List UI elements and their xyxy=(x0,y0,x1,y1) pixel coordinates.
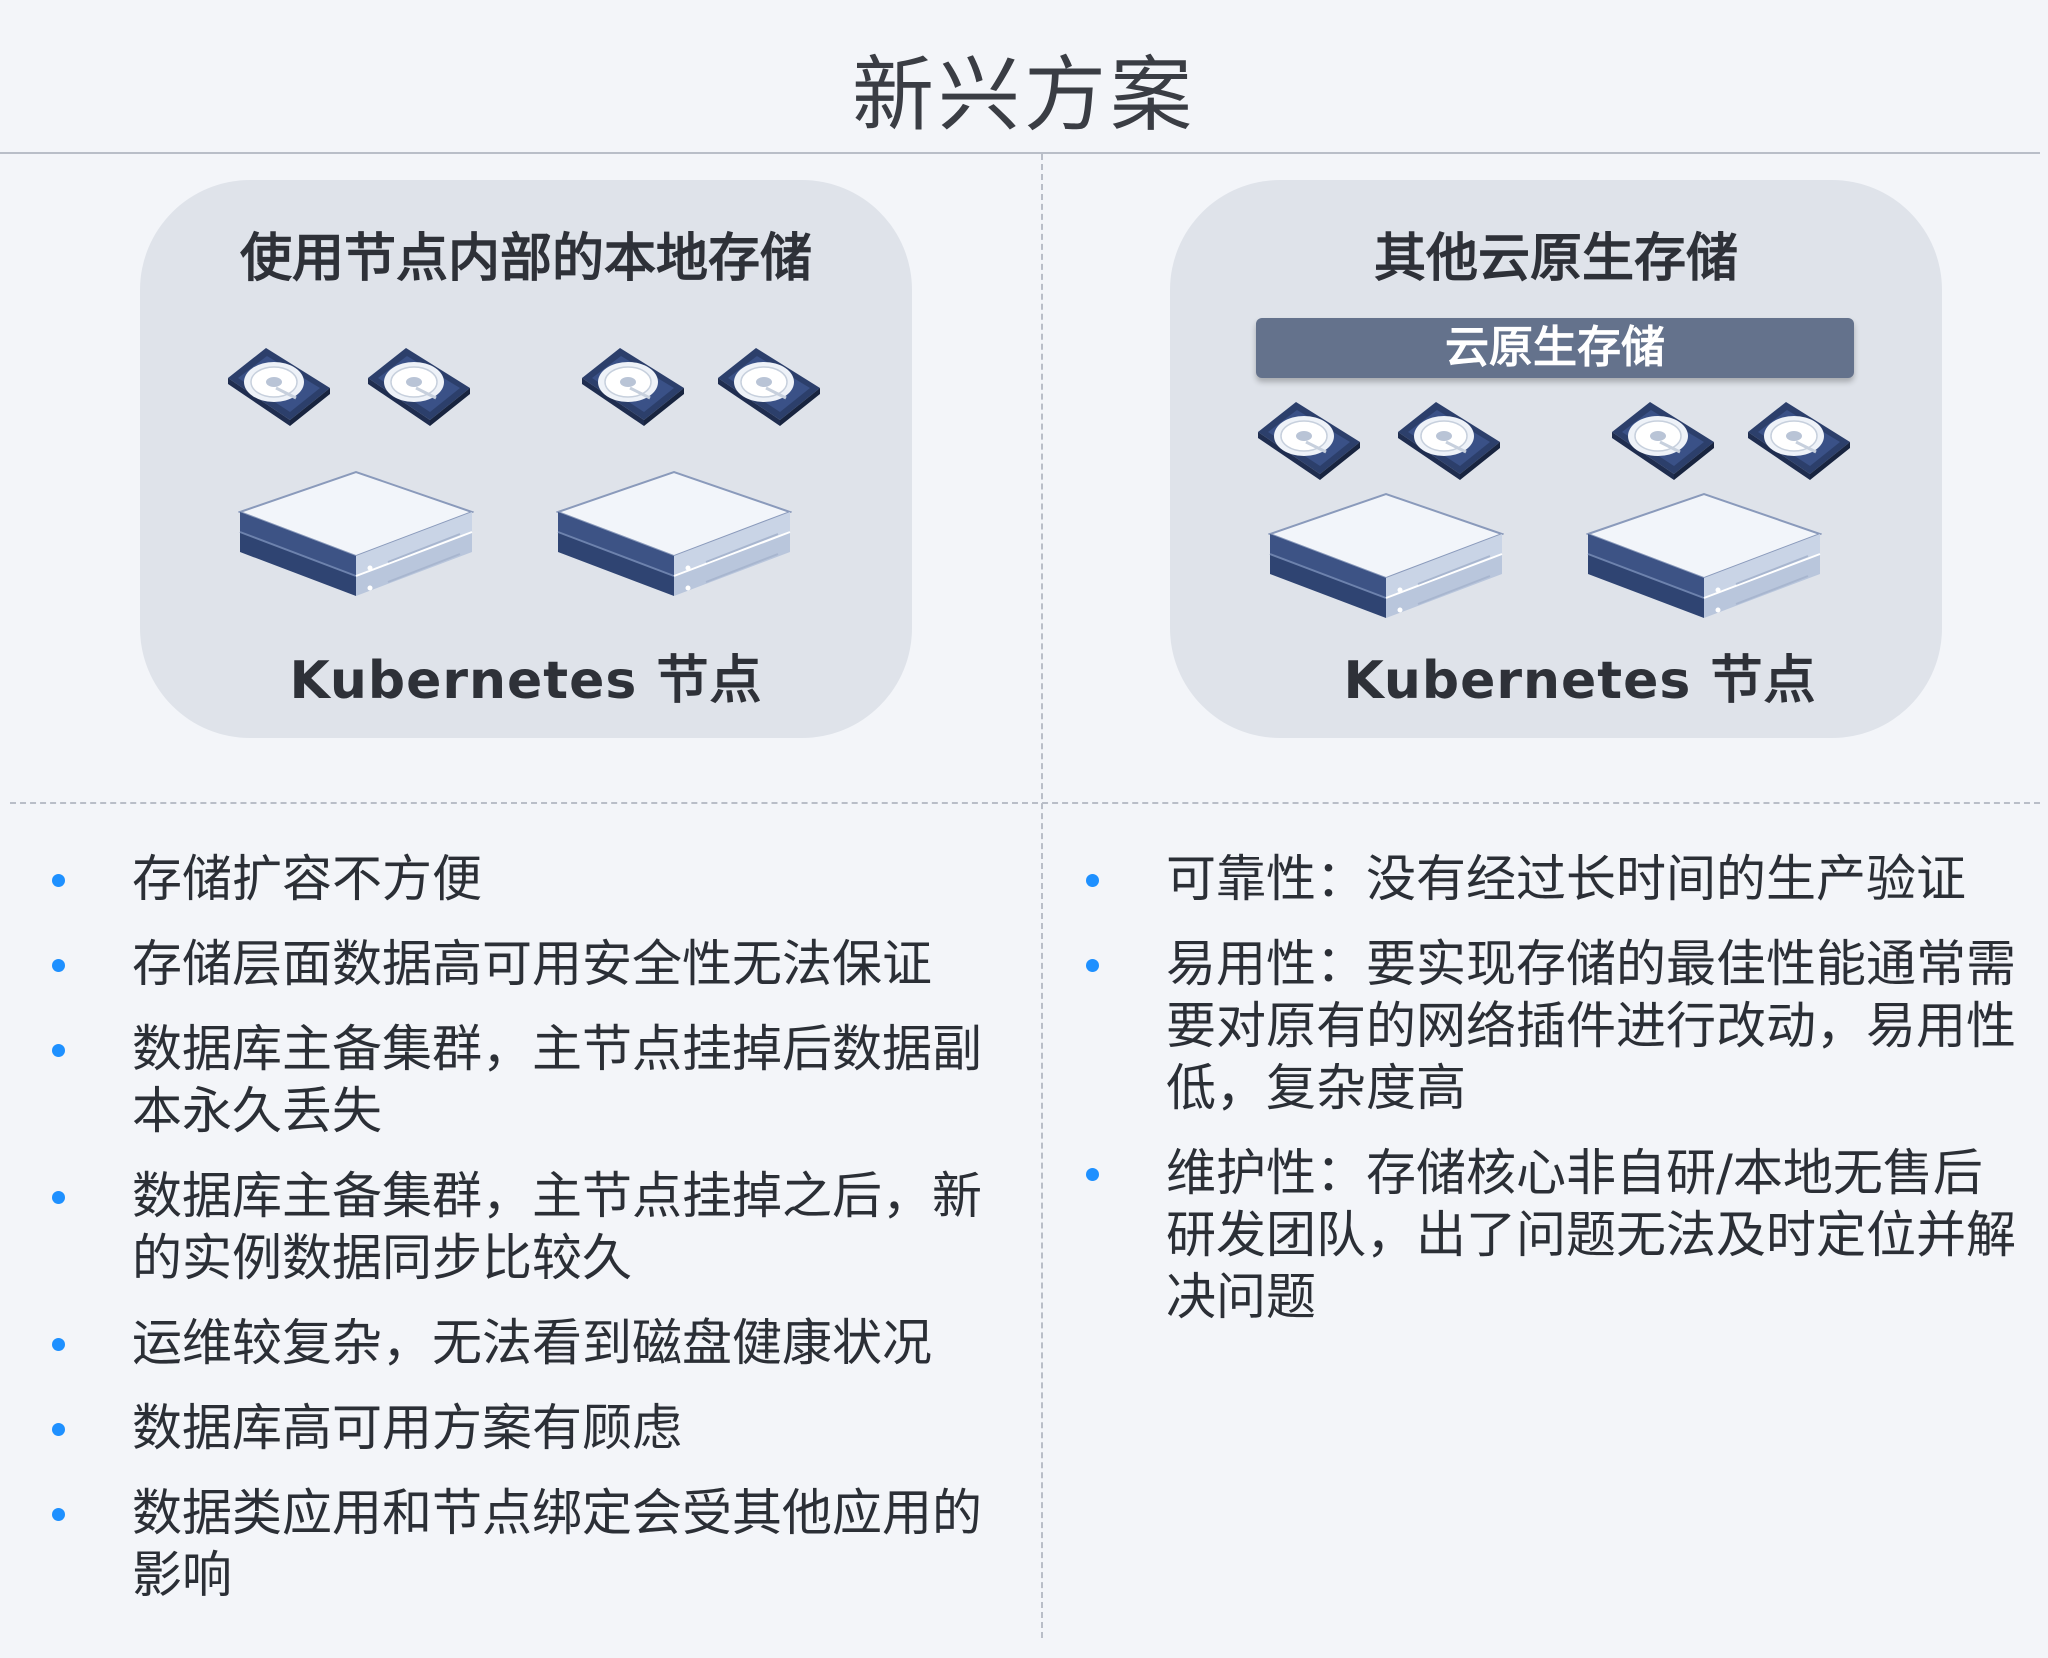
local-storage-issues-list: 存储扩容不方便 存储层面数据高可用安全性无法保证 数据库主备集群，主节点挂掉后数… xyxy=(48,848,998,1629)
list-item: 数据库主备集群，主节点挂掉后数据副本永久丢失 xyxy=(48,1018,998,1142)
server-node-icon xyxy=(556,470,792,598)
bullet-dot xyxy=(1086,959,1099,972)
list-item-text: 存储层面数据高可用安全性无法保证 xyxy=(132,935,932,993)
list-item: 运维较复杂，无法看到磁盘健康状况 xyxy=(48,1312,998,1374)
hard-disk-icon xyxy=(1254,398,1364,480)
local-storage-panel: 使用节点内部的本地存储 Kubernetes 节点 xyxy=(140,180,912,738)
list-item-text: 存储扩容不方便 xyxy=(132,850,482,908)
hard-disk-icon xyxy=(1608,398,1718,480)
bullet-dot xyxy=(52,1338,65,1351)
list-item: 易用性：要实现存储的最佳性能通常需要对原有的网络插件进行改动，易用性低，复杂度高 xyxy=(1082,933,2022,1119)
kubernetes-node-label: Kubernetes 节点 xyxy=(1343,651,1817,711)
bullet-dot xyxy=(52,1044,65,1057)
list-item-text: 运维较复杂，无法看到磁盘健康状况 xyxy=(132,1314,932,1372)
bullet-dot xyxy=(52,1191,65,1204)
kubernetes-node-label: Kubernetes 节点 xyxy=(289,651,763,711)
column-divider xyxy=(1041,154,1043,1638)
list-item-text: 易用性：要实现存储的最佳性能通常需要对原有的网络插件进行改动，易用性低，复杂度高 xyxy=(1166,935,2016,1117)
bullet-dot xyxy=(52,1423,65,1436)
list-item-text: 数据库高可用方案有顾虑 xyxy=(132,1399,682,1457)
hard-disk-icon xyxy=(578,344,688,426)
list-item: 数据库主备集群，主节点挂掉之后，新的实例数据同步比较久 xyxy=(48,1165,998,1289)
cloud-native-issues-list: 可靠性：没有经过长时间的生产验证 易用性：要实现存储的最佳性能通常需要对原有的网… xyxy=(1082,848,2022,1351)
bullet-dot xyxy=(52,874,65,887)
section-divider xyxy=(10,802,2040,804)
list-item: 数据库高可用方案有顾虑 xyxy=(48,1397,998,1459)
list-item-text: 数据库主备集群，主节点挂掉后数据副本永久丢失 xyxy=(132,1020,982,1140)
list-item-text: 数据库主备集群，主节点挂掉之后，新的实例数据同步比较久 xyxy=(132,1167,982,1287)
list-item: 存储扩容不方便 xyxy=(48,848,998,910)
hard-disk-icon xyxy=(1744,398,1854,480)
list-item: 维护性：存储核心非自研/本地无售后研发团队，出了问题无法及时定位并解决问题 xyxy=(1082,1142,2022,1328)
bullet-dot xyxy=(52,1508,65,1521)
list-item: 可靠性：没有经过长时间的生产验证 xyxy=(1082,848,2022,910)
hard-disk-icon xyxy=(1394,398,1504,480)
server-node-icon xyxy=(1268,492,1504,620)
title-divider xyxy=(0,152,2040,154)
bullet-dot xyxy=(1086,1168,1099,1181)
cloud-native-storage-bar: 云原生存储 xyxy=(1256,318,1854,378)
list-item-text: 数据类应用和节点绑定会受其他应用的影响 xyxy=(132,1484,982,1604)
hard-disk-icon xyxy=(714,344,824,426)
bullet-dot xyxy=(52,959,65,972)
cloud-native-storage-panel: 其他云原生存储 云原生存储 Kubernetes 节点 xyxy=(1170,180,1942,738)
list-item-text: 维护性：存储核心非自研/本地无售后研发团队，出了问题无法及时定位并解决问题 xyxy=(1166,1144,2016,1326)
list-item: 存储层面数据高可用安全性无法保证 xyxy=(48,933,998,995)
list-item: 数据类应用和节点绑定会受其他应用的影响 xyxy=(48,1482,998,1606)
local-storage-title: 使用节点内部的本地存储 xyxy=(239,229,812,289)
bullet-dot xyxy=(1086,874,1099,887)
list-item-text: 可靠性：没有经过长时间的生产验证 xyxy=(1166,850,1966,908)
hard-disk-icon xyxy=(224,344,334,426)
page-title: 新兴方案 xyxy=(851,48,1196,143)
hard-disk-icon xyxy=(364,344,474,426)
server-node-icon xyxy=(238,470,474,598)
server-node-icon xyxy=(1586,492,1822,620)
cloud-native-storage-title: 其他云原生存储 xyxy=(1373,229,1738,289)
